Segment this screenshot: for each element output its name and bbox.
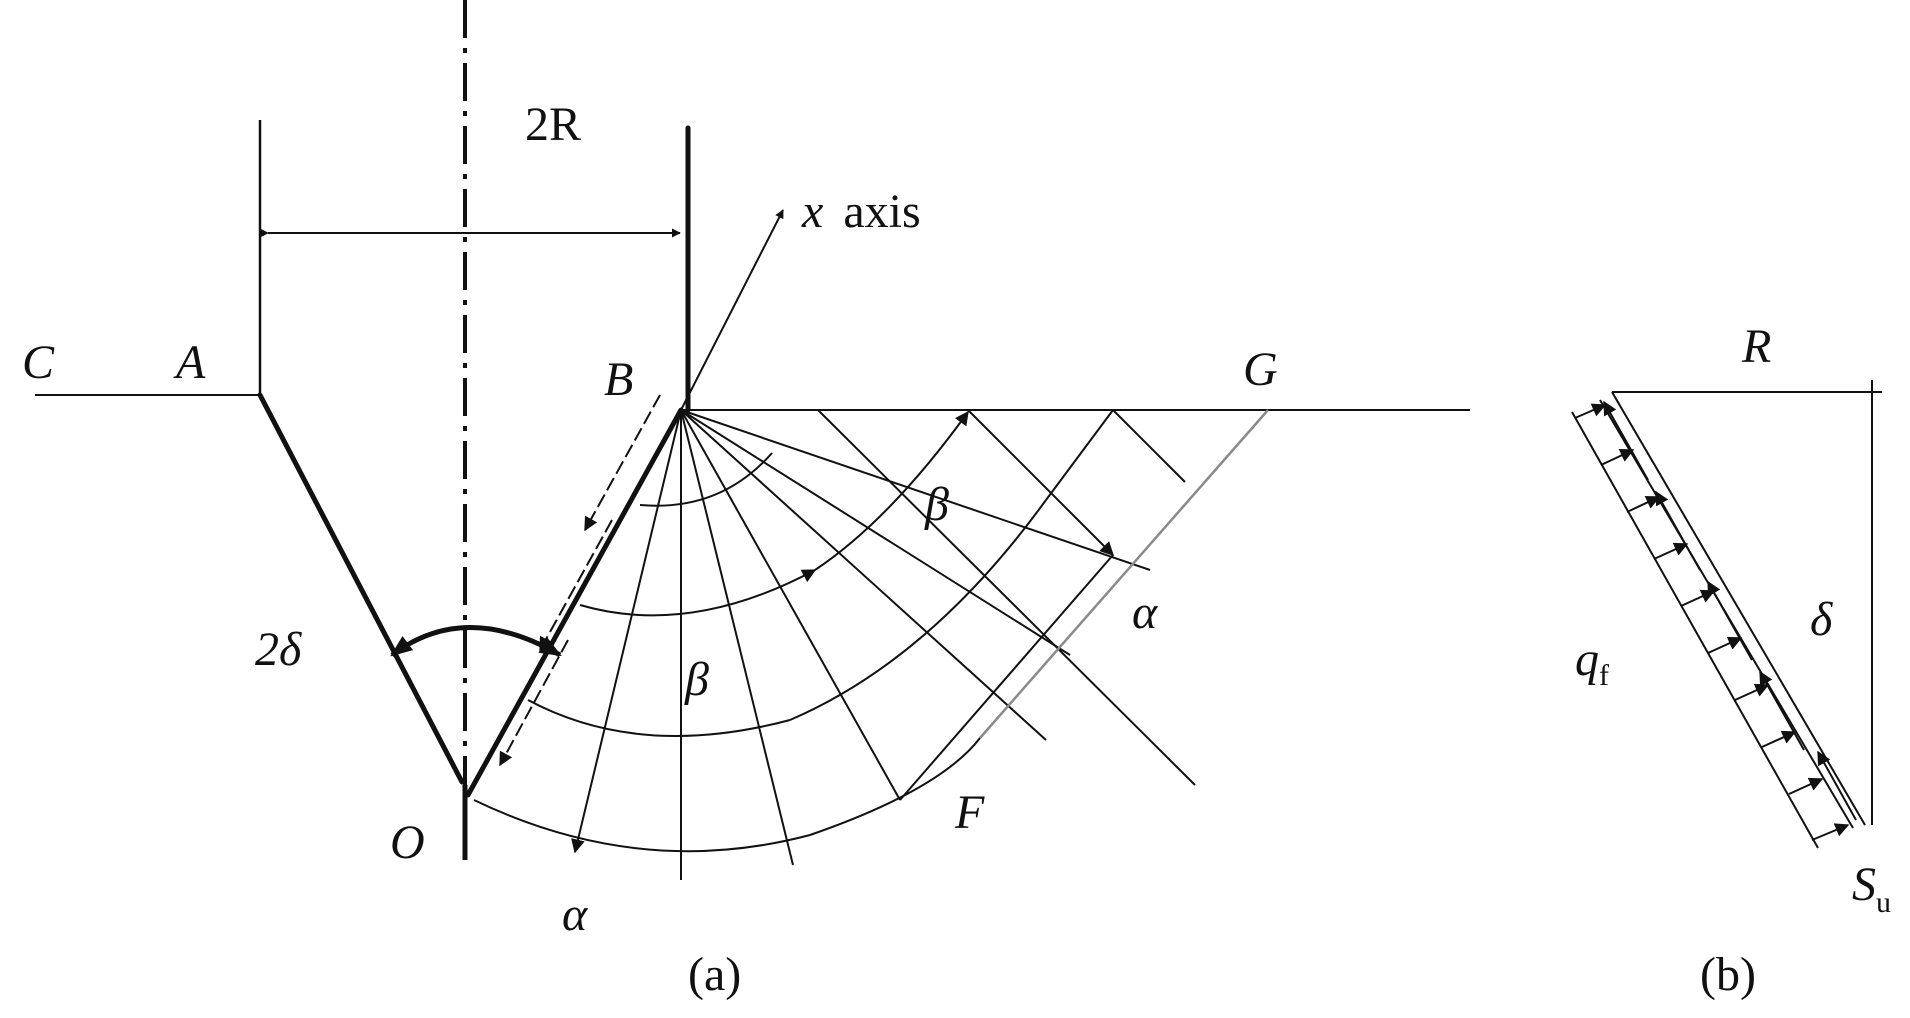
label-b: B <box>604 353 633 406</box>
label-g: G <box>1243 343 1278 396</box>
label-alpha-right: α <box>1132 586 1158 639</box>
panel-b: R δ qf Su (b) <box>1571 320 1891 1001</box>
label-su: Su <box>1852 858 1891 919</box>
label-panel-a: (a) <box>688 948 741 1001</box>
label-2delta: 2δ <box>255 623 302 676</box>
alpha-lines <box>817 409 1196 801</box>
label-c: C <box>22 336 55 389</box>
label-r: R <box>1741 320 1771 373</box>
cone-face-right <box>465 407 684 798</box>
label-2r: 2R <box>525 98 581 151</box>
su-shear-arrows <box>1603 400 1857 821</box>
beta-arcs <box>473 410 1047 853</box>
label-o: O <box>390 816 425 869</box>
angle-arc-2delta <box>390 625 562 658</box>
cone-face-left <box>257 392 465 785</box>
label-qf: qf <box>1575 633 1609 692</box>
qf-baseline <box>1571 411 1819 849</box>
face-friction-arrows <box>499 394 661 767</box>
x-axis-arrow <box>680 209 784 411</box>
panel-a: 2R x axis C A B G β α 2δ β O F α (a) <box>22 0 1470 1001</box>
label-panel-b: (b) <box>1700 948 1756 1001</box>
label-beta-center: β <box>684 653 709 706</box>
label-beta-upper: β <box>924 478 949 531</box>
label-f: F <box>954 786 985 839</box>
label-delta: δ <box>1810 593 1833 646</box>
label-x-axis: x axis <box>801 185 921 238</box>
slip-field-boundary-fg <box>979 409 1269 739</box>
radial-fan-lines <box>571 409 1151 880</box>
label-a: A <box>173 336 206 389</box>
qf-pressure-arrows <box>1574 403 1850 841</box>
label-alpha-bottom: α <box>562 888 588 941</box>
